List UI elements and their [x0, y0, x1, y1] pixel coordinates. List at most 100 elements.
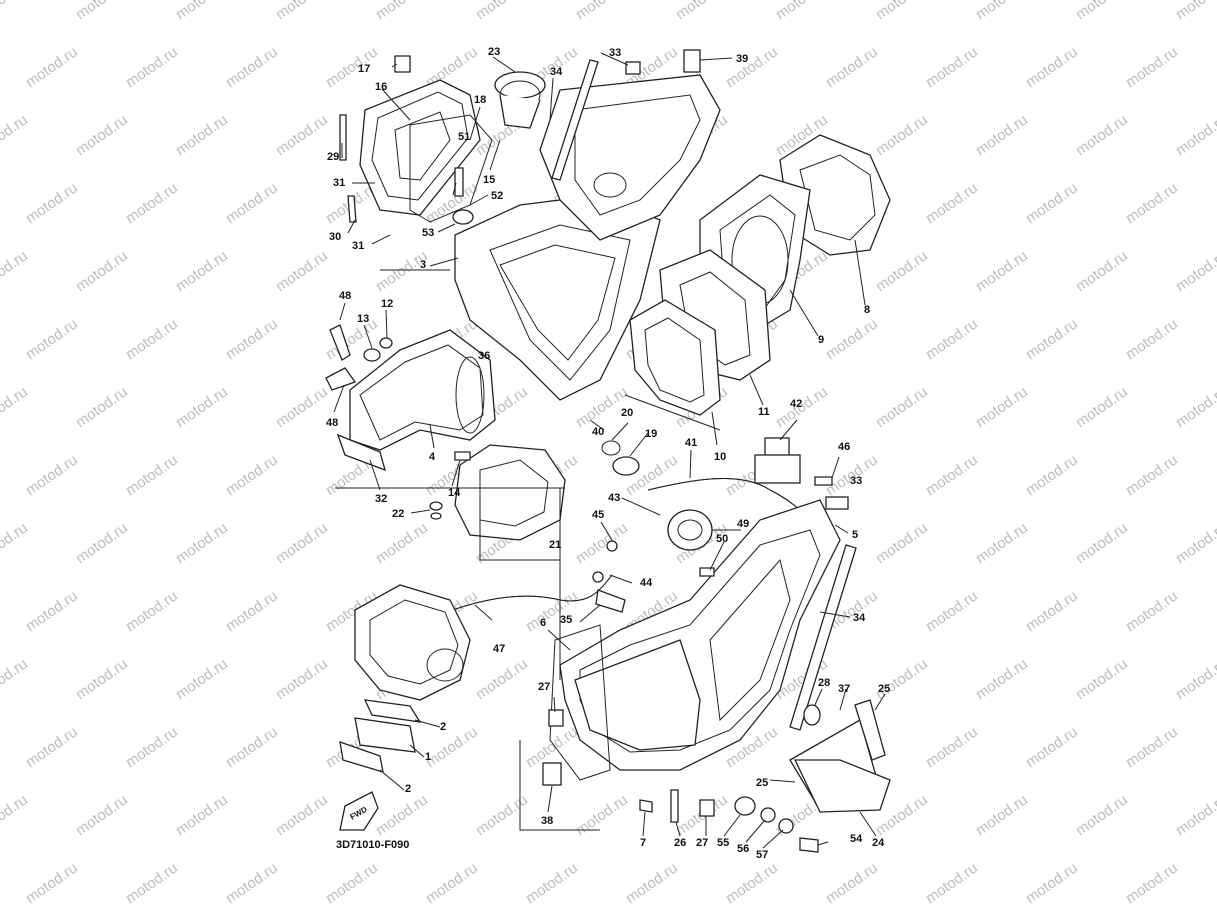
watermark-text: motod.ru: [1123, 723, 1181, 771]
watermark-text: motod.ru: [473, 0, 531, 23]
callout-36: 36: [478, 350, 490, 362]
watermark-text: motod.ru: [223, 451, 281, 499]
callout-20: 20: [621, 407, 633, 419]
leader-lines: [333, 52, 886, 849]
callout-25: 25: [756, 777, 768, 789]
watermark-text: motod.ru: [373, 791, 431, 839]
callout-47: 47: [493, 643, 505, 655]
watermark-text: motod.ru: [0, 383, 31, 431]
watermark-text: motod.ru: [1023, 723, 1081, 771]
watermark-text: motod.ru: [273, 0, 331, 23]
callout-26: 26: [674, 837, 686, 849]
watermark-text: motod.ru: [873, 655, 931, 703]
callout-44: 44: [640, 577, 653, 589]
callout-39: 39: [736, 53, 748, 65]
watermark-text: motod.ru: [123, 587, 181, 635]
watermark-text: motod.ru: [23, 587, 81, 635]
watermark-text: motod.ru: [273, 383, 331, 431]
callout-15: 15: [483, 174, 495, 186]
callout-33: 33: [850, 475, 862, 487]
watermark-text: motod.ru: [873, 111, 931, 159]
callout-55: 55: [717, 837, 729, 849]
watermark-text: motod.ru: [323, 859, 381, 907]
callout-48: 48: [326, 417, 338, 429]
watermark-text: motod.ru: [223, 859, 281, 907]
watermark-text: motod.ru: [1173, 519, 1217, 567]
watermark-text: motod.ru: [1123, 587, 1181, 635]
watermark-text: motod.ru: [423, 723, 481, 771]
watermark-text: motod.ru: [73, 383, 131, 431]
watermark-text: motod.ru: [23, 179, 81, 227]
watermark-text: motod.ru: [73, 0, 131, 23]
callout-2: 2: [440, 721, 446, 733]
callout-57: 57: [756, 849, 768, 861]
watermark-text: motod.ru: [273, 111, 331, 159]
watermark-text: motod.ru: [823, 315, 881, 363]
watermark-text: motod.ru: [1123, 179, 1181, 227]
callout-27: 27: [696, 837, 708, 849]
callout-12: 12: [381, 298, 393, 310]
watermark-text: motod.ru: [123, 179, 181, 227]
watermark-text: motod.ru: [973, 655, 1031, 703]
callout-40: 40: [592, 426, 604, 438]
watermark-text: motod.ru: [1173, 655, 1217, 703]
watermark-text: motod.ru: [873, 383, 931, 431]
callout-34: 34: [550, 66, 563, 78]
callout-42: 42: [790, 398, 802, 410]
callout-28: 28: [818, 677, 830, 689]
watermark-text: motod.ru: [1173, 247, 1217, 295]
callout-32: 32: [375, 493, 387, 505]
callout-41: 41: [685, 437, 697, 449]
callout-49: 49: [737, 518, 749, 530]
watermark-text: motod.ru: [73, 519, 131, 567]
watermark-text: motod.ru: [423, 859, 481, 907]
callout-27: 27: [538, 681, 550, 693]
watermark-text: motod.ru: [973, 791, 1031, 839]
callout-34: 34: [853, 612, 866, 624]
callout-23: 23: [488, 46, 500, 58]
watermark-text: motod.ru: [673, 0, 731, 23]
watermark-text: motod.ru: [1073, 655, 1131, 703]
watermark-text: motod.ru: [473, 655, 531, 703]
watermark-text: motod.ru: [823, 43, 881, 91]
watermark-text: motod.ru: [373, 0, 431, 23]
watermark-text: motod.ru: [173, 247, 231, 295]
watermark-text: motod.ru: [23, 859, 81, 907]
callout-46: 46: [838, 441, 850, 453]
watermark-text: motod.ru: [1023, 43, 1081, 91]
watermark-text: motod.ru: [123, 723, 181, 771]
watermark-text: motod.ru: [923, 451, 981, 499]
callout-35: 35: [560, 614, 572, 626]
watermark-text: motod.ru: [1073, 0, 1131, 23]
watermark-text: motod.ru: [23, 315, 81, 363]
watermark-text: motod.ru: [1123, 43, 1181, 91]
callout-layer: 1223456789101112131415161718192021222324…: [326, 46, 890, 861]
watermark-text: motod.ru: [1123, 315, 1181, 363]
watermark-text: motod.ru: [1073, 383, 1131, 431]
watermark-text: motod.ru: [923, 179, 981, 227]
callout-1: 1: [425, 751, 431, 763]
callout-16: 16: [375, 81, 387, 93]
callout-30: 30: [329, 231, 341, 243]
callout-31: 31: [333, 177, 345, 189]
callout-31: 31: [352, 240, 364, 252]
callout-50: 50: [716, 533, 728, 545]
watermark-text: motod.ru: [1023, 179, 1081, 227]
callout-45: 45: [592, 509, 604, 521]
watermark-text: motod.ru: [23, 451, 81, 499]
watermark-text: motod.ru: [573, 791, 631, 839]
callout-37: 37: [838, 683, 850, 695]
callout-24: 24: [872, 837, 885, 849]
watermark-text: motod.ru: [373, 519, 431, 567]
watermark-text: motod.ru: [73, 791, 131, 839]
watermark-text: motod.ru: [973, 0, 1031, 23]
watermark-text: motod.ru: [973, 247, 1031, 295]
watermark-text: motod.ru: [223, 179, 281, 227]
callout-3: 3: [420, 259, 426, 271]
watermark-text: motod.ru: [873, 0, 931, 23]
watermark-text: motod.ru: [273, 519, 331, 567]
watermark-text: motod.ru: [173, 791, 231, 839]
watermark-text: motod.ru: [173, 111, 231, 159]
watermark-text: motod.ru: [123, 451, 181, 499]
watermark-text: motod.ru: [873, 247, 931, 295]
